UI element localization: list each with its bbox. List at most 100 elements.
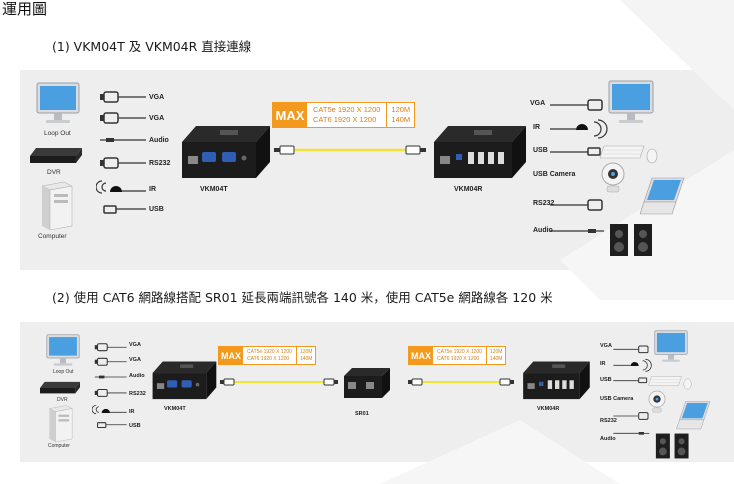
vkm04t-label: VKM04T — [200, 186, 228, 193]
left-label-rs232: RS232 — [149, 160, 171, 167]
right-connectors-1 — [550, 99, 608, 233]
loop-out-caption: Loop Out — [53, 369, 74, 375]
left-label-vga-2: VGA — [149, 115, 165, 122]
left-label-ir: IR — [129, 409, 135, 415]
right-label-vga: VGA — [530, 100, 546, 107]
right-label-vga: VGA — [600, 343, 612, 349]
vga-connector-icon — [100, 112, 146, 124]
vkm04r-device — [523, 361, 590, 400]
vkm04t-label: VKM04T — [164, 406, 186, 412]
dvr-icon — [40, 381, 80, 394]
left-label-ir: IR — [149, 186, 156, 193]
audio-connector-icon — [550, 229, 604, 233]
right-label-ir: IR — [600, 361, 606, 367]
right-label-ir: IR — [533, 124, 540, 131]
spec-cat5e: CAT5e 1920 X 1200 — [437, 348, 482, 355]
left-label-audio: Audio — [129, 373, 145, 379]
left-label-audio: Audio — [149, 137, 169, 144]
ir-sensor-icon — [96, 180, 146, 194]
usb-connector-icon — [103, 205, 146, 214]
keyboard-mouse-icon — [648, 376, 692, 390]
len-cat5e: 120M — [299, 348, 313, 355]
spec-cat6: CAT6 1920 X 1200 — [437, 355, 480, 362]
usb-camera-icon — [601, 162, 625, 193]
right-label-rs232: RS232 — [600, 418, 617, 424]
cat-cable-2b — [408, 378, 514, 386]
left-connectors-1 — [96, 91, 146, 214]
right-label-usb-camera: USB Camera — [600, 396, 634, 402]
audio-connector-icon — [100, 138, 146, 142]
vkm04r-label: VKM04R — [537, 406, 560, 412]
rj45-plug-icon — [274, 145, 295, 155]
right-label-usb: USB — [600, 377, 612, 383]
len-cat5e: 120M — [391, 105, 411, 114]
right-label-usb: USB — [533, 147, 548, 154]
laptop-icon — [676, 401, 711, 430]
rs232-connector-icon — [100, 157, 146, 169]
len-cat6: 140M — [299, 355, 313, 362]
rj45-plug-icon — [499, 378, 514, 386]
cat-cable-2a — [220, 378, 338, 386]
max-label: MAX — [219, 347, 243, 364]
right-label-rs232: RS232 — [533, 200, 555, 207]
computer-tower-icon — [41, 181, 73, 230]
cat-cable-1 — [274, 145, 426, 155]
dvr-icon — [30, 148, 82, 163]
right-label-audio: Audio — [533, 227, 553, 234]
computer-caption: Computer — [48, 443, 70, 449]
computer-caption: Computer — [38, 233, 67, 240]
rj45-plug-icon — [220, 378, 235, 386]
rj45-plug-icon — [323, 378, 338, 386]
left-label-usb: USB — [129, 423, 141, 429]
speakers-icon — [610, 224, 652, 256]
monitor-icon — [654, 330, 688, 362]
len-cat6: 140M — [489, 355, 503, 362]
spec-cat6: CAT6 1920 X 1200 — [313, 115, 377, 124]
dvr-caption: DVR — [47, 169, 61, 176]
usb-camera-icon — [648, 390, 666, 413]
vkm04t-device — [152, 361, 217, 400]
left-label-vga-2: VGA — [129, 357, 141, 363]
left-label-usb: USB — [149, 206, 164, 213]
max-label: MAX — [273, 103, 307, 127]
monitor-icon — [608, 80, 654, 123]
vkm04r-label: VKM04R — [454, 186, 483, 193]
rj45-plug-icon — [408, 378, 423, 386]
laptop-icon — [640, 177, 685, 215]
sr01-label: SR01 — [355, 411, 369, 417]
right-label-audio: Audio — [600, 436, 616, 442]
section2-title: (2) 使用 CAT6 網路線搭配 SR01 延長兩端訊號各 140 米，使用 … — [52, 290, 553, 305]
loop-out-monitor-icon — [36, 82, 80, 123]
spec-cat5e: CAT5e 1920 X 1200 — [313, 105, 381, 114]
left-label-vga-1: VGA — [129, 342, 141, 348]
sr01-device — [344, 368, 390, 398]
rs232-connector-icon — [550, 199, 603, 211]
vga-connector-icon — [550, 99, 603, 111]
vga-connector-icon — [100, 91, 146, 103]
vkm04r-device — [434, 126, 526, 178]
page-title: 運用圖 — [2, 0, 48, 18]
rj45-plug-icon — [405, 145, 426, 155]
usb-connector-icon — [550, 147, 601, 156]
computer-tower-icon — [48, 405, 73, 442]
right-label-usb-camera: USB Camera — [533, 171, 576, 178]
spec-cat5e: CAT5e 1920 X 1200 — [247, 348, 292, 355]
right-connectors-2 — [613, 345, 652, 435]
keyboard-mouse-icon — [600, 145, 658, 164]
left-label-rs232: RS232 — [129, 391, 146, 397]
loop-out-caption: Loop Out — [44, 130, 71, 137]
left-connectors-2 — [92, 343, 127, 429]
vkm04t-device — [182, 126, 270, 178]
dvr-caption: DVR — [57, 397, 68, 403]
loop-out-monitor-icon — [46, 334, 80, 366]
speakers-icon — [655, 433, 689, 459]
section1-title: (1) VKM04T 及 VKM04R 直接連線 — [52, 39, 252, 54]
len-cat6: 140M — [391, 115, 411, 124]
ir-emitter-icon — [550, 119, 608, 139]
len-cat5e: 120M — [489, 348, 503, 355]
spec-cat6: CAT6 1920 X 1200 — [247, 355, 290, 362]
max-label: MAX — [409, 347, 433, 364]
